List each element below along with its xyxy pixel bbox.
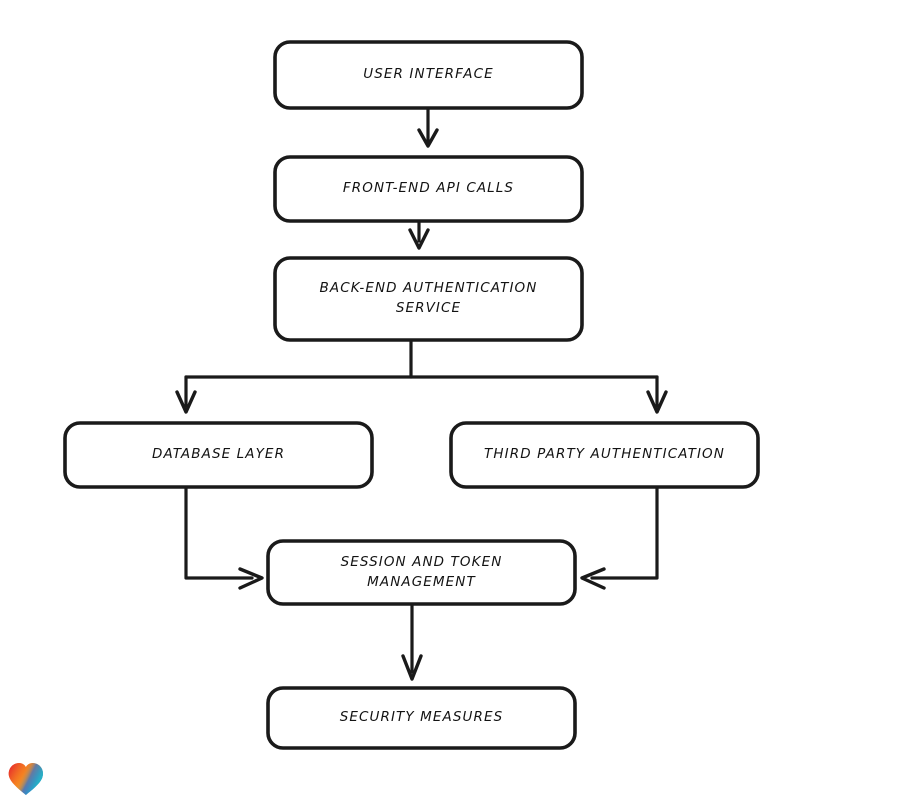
edge-backend-to-thirdparty	[646, 375, 668, 414]
node-user-interface[interactable]	[273, 40, 584, 110]
node-back-end-authentication-service[interactable]	[273, 256, 584, 342]
heart-icon-overlay	[8, 763, 44, 795]
edge-database-to-session	[184, 485, 264, 590]
node-security-measures[interactable]	[266, 686, 577, 750]
node-front-end-api-calls[interactable]	[273, 155, 584, 223]
edge-backend-branch-bus	[184, 338, 659, 379]
node-third-party-authentication[interactable]	[449, 421, 760, 489]
edges-layer	[175, 106, 668, 681]
edge-ui-to-api	[417, 106, 439, 148]
nodes-layer	[63, 40, 760, 750]
watermark-layer	[8, 763, 44, 795]
edge-backend-to-database	[175, 375, 197, 414]
edge-thirdparty-to-session	[580, 485, 659, 590]
node-session-and-token-management[interactable]	[266, 539, 577, 606]
edge-api-to-backend	[408, 219, 430, 250]
node-database-layer[interactable]	[63, 421, 374, 489]
edge-session-to-security	[401, 602, 423, 681]
